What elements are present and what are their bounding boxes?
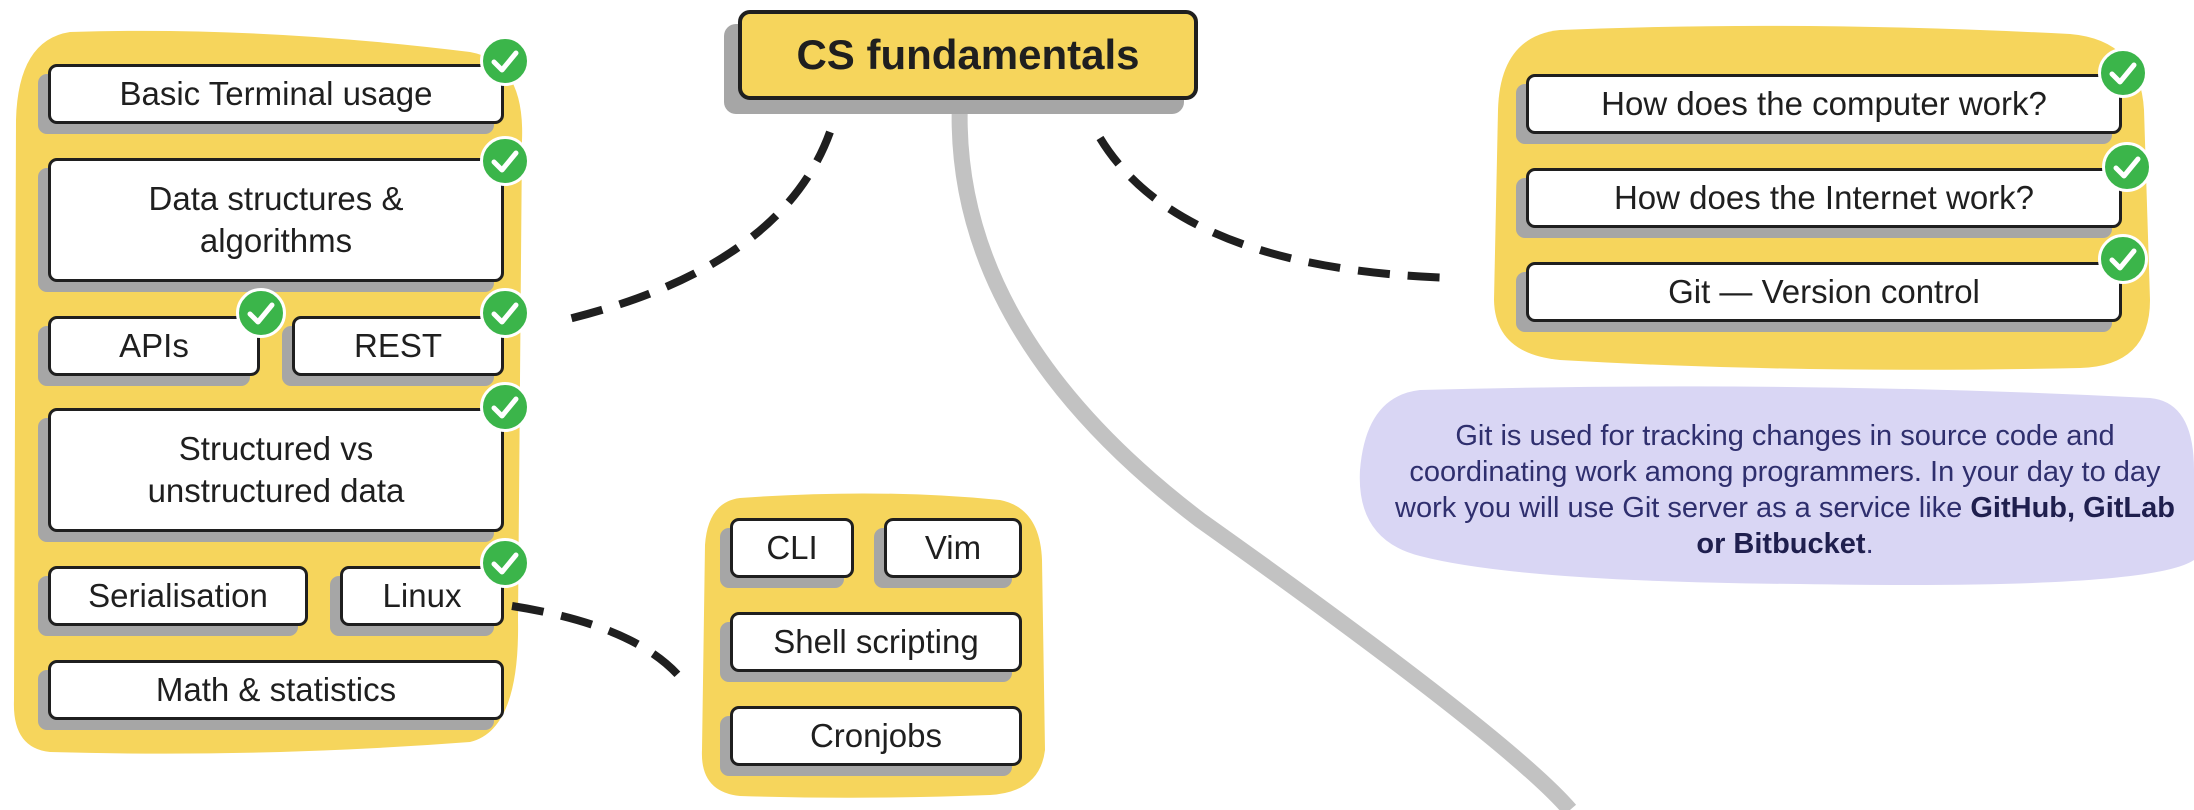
cronjobs-node[interactable]: Cronjobs [730,706,1022,766]
basic-terminal-node[interactable]: Basic Terminal usage [48,64,504,124]
check-circle-icon [2102,142,2152,192]
serialisation-node[interactable]: Serialisation [48,566,308,626]
internet-work-node[interactable]: How does the Internet work? [1526,168,2122,228]
data-structures-node[interactable]: Data structures & algorithms [48,158,504,282]
linux-node[interactable]: Linux [340,566,504,626]
dashed-connector-left [555,130,834,326]
git-description-note: Git is used for tracking changes in sour… [1390,418,2180,568]
dashed-connector-right [1096,135,1456,282]
check-mark-glyph [2113,156,2141,179]
check-mark-glyph [491,50,519,73]
rest-node[interactable]: REST [292,316,504,376]
git-note-text: Git is used for tracking changes in sour… [1395,420,2161,524]
cs-fundamentals-node[interactable]: CS fundamentals [738,10,1198,100]
shell-scripting-node[interactable]: Shell scripting [730,612,1022,672]
check-circle-icon [2098,234,2148,284]
math-statistics-node[interactable]: Math & statistics [48,660,504,720]
check-circle-icon [480,136,530,186]
check-circle-icon [480,36,530,86]
git-version-control-node[interactable]: Git — Version control [1526,262,2122,322]
dashed-connector-linux [511,602,688,685]
check-circle-icon [236,288,286,338]
check-circle-icon [480,538,530,588]
git-note-period: . [1865,528,1874,560]
check-mark-glyph [2109,62,2137,85]
git-note-background [1359,386,2194,585]
git-note-services: GitHub, GitLab or Bitbucket [1696,492,2175,560]
check-mark-glyph [247,302,275,325]
cli-node[interactable]: CLI [730,518,854,578]
check-mark-glyph [491,302,519,325]
left-group-highlight [13,30,523,754]
check-circle-icon [2098,48,2148,98]
check-circle-icon [480,382,530,432]
check-mark-glyph [491,150,519,173]
check-mark-glyph [2109,248,2137,271]
check-circle-icon [480,288,530,338]
computer-work-node[interactable]: How does the computer work? [1526,74,2122,134]
vim-node[interactable]: Vim [884,518,1022,578]
check-mark-glyph [491,552,519,575]
main-path-line [951,99,1577,810]
check-mark-glyph [491,396,519,419]
structured-data-node[interactable]: Structured vs unstructured data [48,408,504,532]
apis-node[interactable]: APIs [48,316,260,376]
